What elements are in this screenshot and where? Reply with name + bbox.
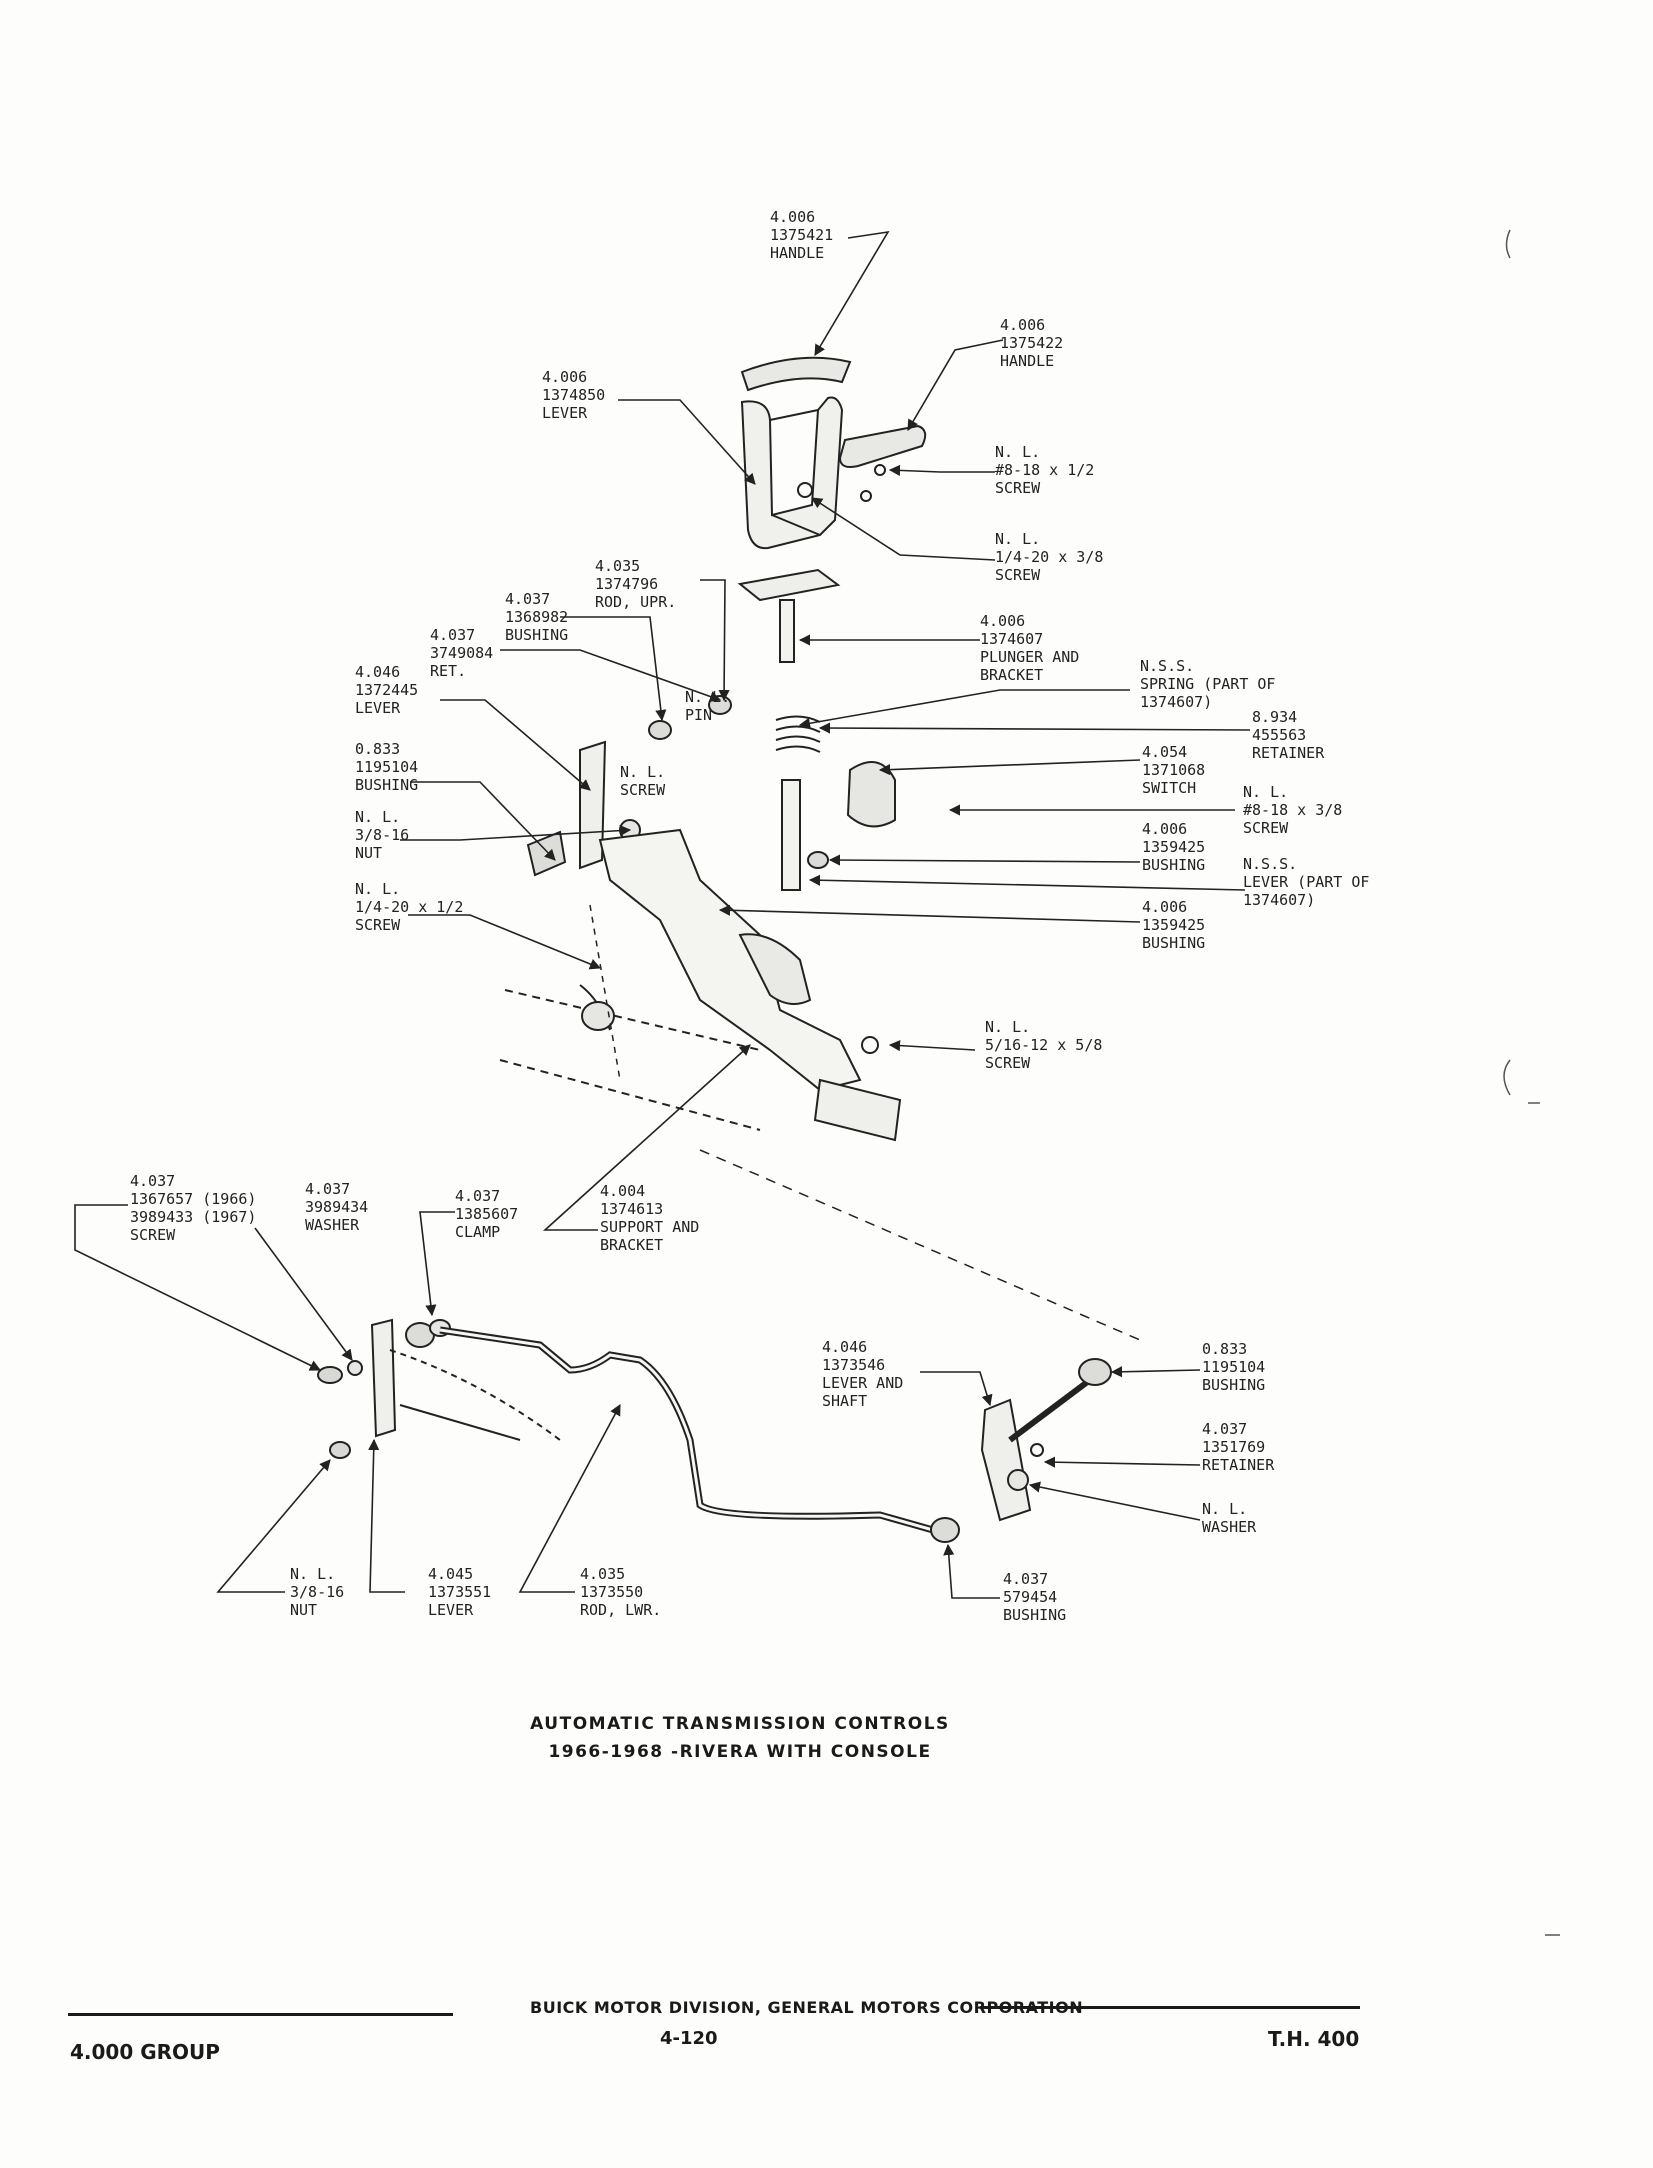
plunger-bracket-plate: [737, 568, 841, 602]
callout-screw-nl-mid: N. L.SCREW: [620, 763, 666, 799]
handle-right-piece: [838, 424, 927, 468]
support-bracket-casting: [598, 828, 862, 1092]
margin-marks: [1503, 229, 1560, 1936]
lever-and-shaft: [980, 1398, 1032, 1522]
spring-coils: [775, 715, 821, 753]
lever-1373551-plate: [370, 1318, 397, 1438]
callout-washer-nl: N. L.WASHER: [1202, 1500, 1257, 1536]
diagram-caption-line2: 1966-1968 -RIVERA WITH CONSOLE: [548, 1742, 932, 1762]
footer-page-number: 4-120: [660, 2028, 718, 2049]
callout-pin-nl: N. L.PIN: [685, 688, 731, 724]
footer-group: 4.000 GROUP: [70, 2040, 220, 2064]
footer-rule-left: [68, 2013, 453, 2016]
handle-knob: [740, 356, 852, 392]
shift-lever-frame: [740, 396, 844, 550]
leader-lines: [74, 230, 1251, 1599]
footer-rule-right: [980, 2006, 1360, 2009]
footer-transmission: T.H. 400: [1268, 2027, 1360, 2051]
neutral-switch-body: [846, 761, 896, 828]
shifter-assembly: [499, 356, 1141, 1341]
lower-linkage: [317, 1318, 1112, 1543]
diagram-caption-line1: AUTOMATIC TRANSMISSION CONTROLS: [530, 1714, 950, 1734]
footer-corporation: BUICK MOTOR DIVISION, GENERAL MOTORS COR…: [530, 1998, 1084, 2017]
lever-1372445: [579, 740, 607, 870]
